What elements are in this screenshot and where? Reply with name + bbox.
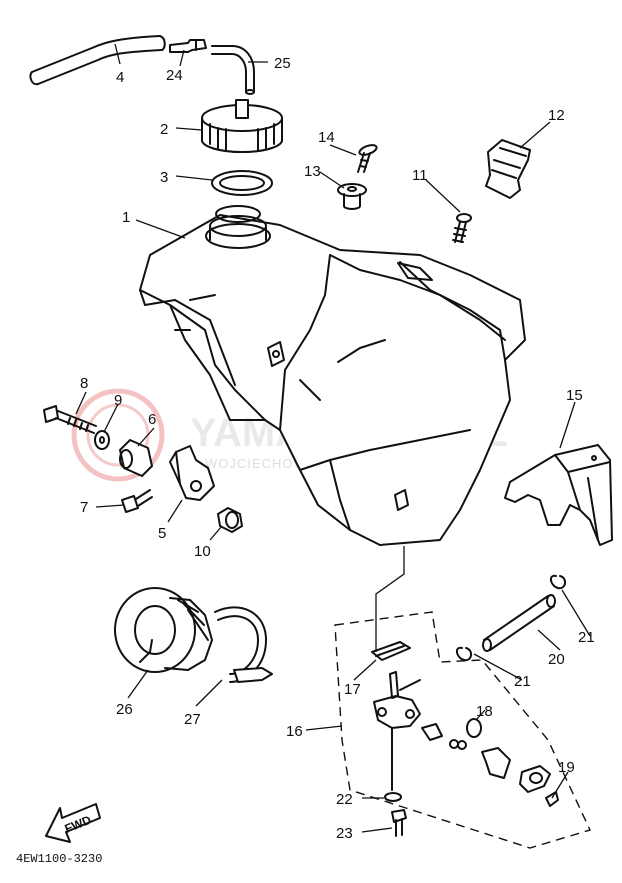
pipe-clip-upper	[550, 574, 566, 590]
fuel-pipe	[482, 594, 556, 652]
damper-6	[119, 439, 153, 477]
seat-damper	[504, 444, 613, 546]
fuel-tank	[139, 205, 526, 546]
callout-11: 11	[412, 167, 428, 184]
callout-5: 5	[158, 525, 166, 542]
callout-6: 6	[148, 411, 156, 428]
hose-band	[214, 606, 273, 683]
intake-boot	[114, 587, 213, 673]
callout-8: 8	[80, 375, 88, 392]
bolt-14	[357, 144, 378, 173]
bolt-7	[121, 489, 153, 513]
callout-15: 15	[566, 387, 583, 404]
callout-22: 22	[336, 791, 353, 808]
hose-fitting	[169, 39, 207, 53]
connection-line	[375, 546, 405, 652]
fwd-arrow: FWD	[45, 803, 101, 843]
callout-23: 23	[336, 825, 353, 842]
callout-14: 14	[318, 129, 335, 146]
callout-13: 13	[304, 163, 321, 180]
callout-17: 17	[344, 681, 361, 698]
callout-9: 9	[114, 392, 122, 409]
callout-21-lower: 21	[514, 673, 531, 690]
callout-19: 19	[558, 759, 575, 776]
callout-4: 4	[116, 69, 124, 86]
callout-2: 2	[160, 121, 168, 138]
callout-21-upper: 21	[578, 629, 595, 646]
collar-10	[217, 507, 243, 533]
callout-24: 24	[166, 67, 183, 84]
watermark-logo	[71, 388, 165, 482]
diagram-code: 4EW1100-3230	[16, 852, 102, 866]
callout-27: 27	[184, 711, 201, 728]
callout-1: 1	[122, 209, 130, 226]
screw-11	[452, 213, 472, 243]
callout-labels: 1 2 3 4 5 6 7 8 9 10 11 12 13 14 15 16 1…	[80, 55, 595, 842]
callout-16: 16	[286, 723, 303, 740]
callout-7: 7	[80, 499, 88, 516]
breather-hose	[29, 35, 166, 86]
callout-26: 26	[116, 701, 133, 718]
fuel-cap	[201, 99, 283, 153]
callout-18: 18	[476, 703, 493, 720]
clip-12	[485, 139, 531, 199]
breather-pipe	[211, 45, 255, 95]
pipe-clip-lower	[456, 646, 472, 662]
bolt-8	[43, 405, 97, 434]
fuel-cock-assembly	[334, 611, 591, 849]
callout-12: 12	[548, 107, 565, 124]
washer-9	[94, 430, 110, 450]
callout-20: 20	[548, 651, 565, 668]
callout-25: 25	[274, 55, 291, 72]
cap-gasket	[211, 170, 273, 196]
bracket-5	[169, 445, 215, 501]
callout-10: 10	[194, 543, 211, 560]
callout-3: 3	[160, 169, 168, 186]
collar-13	[337, 183, 367, 210]
leader-lines	[75, 43, 591, 833]
